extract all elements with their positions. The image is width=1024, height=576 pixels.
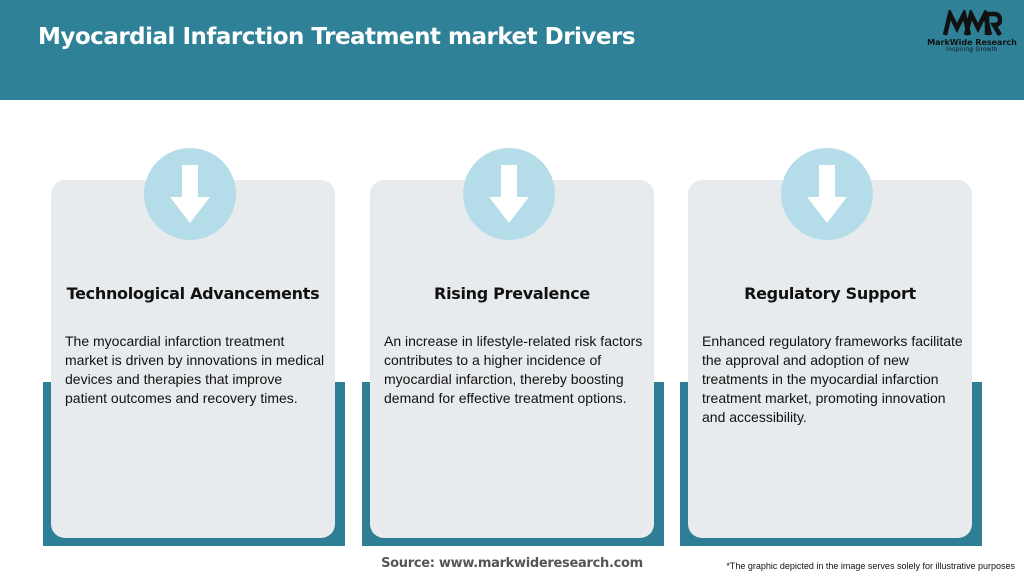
logo-name: MarkWide Research — [927, 38, 1017, 47]
down-arrow-icon — [807, 165, 847, 223]
down-arrow-icon — [170, 165, 210, 223]
disclaimer-note: *The graphic depicted in the image serve… — [726, 561, 1015, 571]
card-title: Rising Prevalence — [434, 284, 590, 303]
driver-card-regulatory: Regulatory Support Enhanced regulatory f… — [680, 148, 990, 548]
card-icon-circle — [144, 148, 236, 240]
logo-mark-icon — [942, 10, 1002, 37]
card-description: Enhanced regulatory frameworks facilitat… — [702, 333, 963, 425]
driver-card-prevalence: Rising Prevalence An increase in lifesty… — [362, 148, 672, 548]
card-description: The myocardial infarction treatment mark… — [65, 333, 325, 406]
header-banner: Myocardial Infarction Treatment market D… — [0, 0, 1024, 100]
card-title: Technological Advancements — [66, 284, 320, 303]
company-logo[interactable]: MarkWide Research Inspiring Growth — [922, 10, 1022, 60]
down-arrow-icon — [489, 165, 529, 223]
driver-card-technological: Technological Advancements The myocardia… — [43, 148, 353, 548]
card-panel: Rising Prevalence An increase in lifesty… — [370, 180, 654, 538]
logo-tagline: Inspiring Growth — [946, 47, 998, 53]
card-title: Regulatory Support — [744, 284, 916, 303]
card-description: An increase in lifestyle-related risk fa… — [384, 333, 643, 406]
page-title: Myocardial Infarction Treatment market D… — [38, 24, 636, 50]
source-link[interactable]: Source: www.markwideresearch.com — [381, 556, 643, 571]
card-icon-circle — [463, 148, 555, 240]
card-icon-circle — [781, 148, 873, 240]
